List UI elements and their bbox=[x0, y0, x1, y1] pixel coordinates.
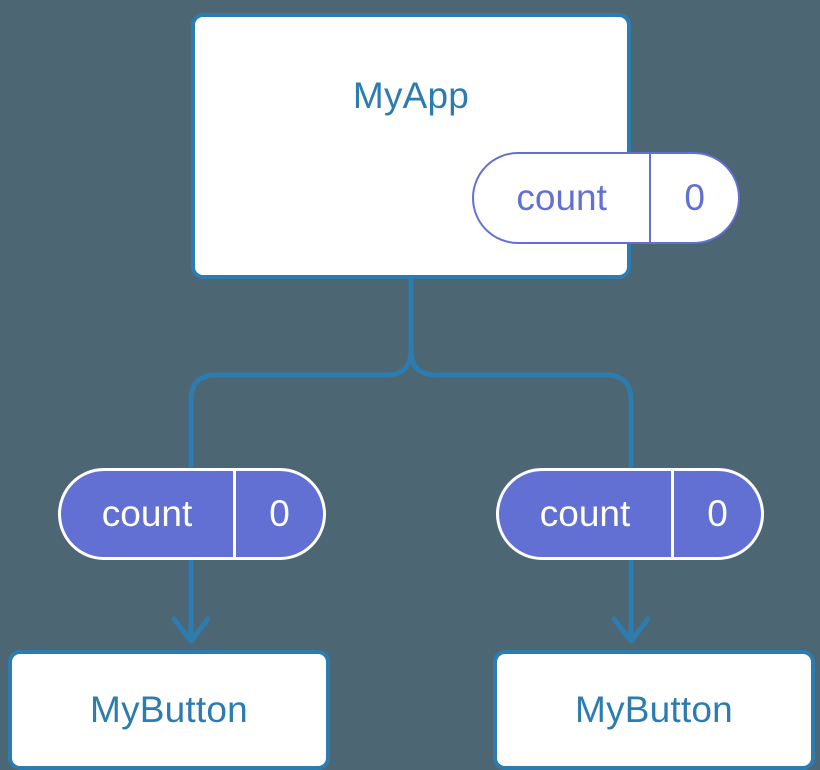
component-title-mybutton: MyButton bbox=[90, 689, 248, 730]
component-box-mybutton-left[interactable]: MyButton bbox=[8, 650, 330, 770]
component-title-myapp: MyApp bbox=[352, 75, 470, 116]
prop-pill-key: count bbox=[539, 493, 631, 534]
branch-line-left bbox=[188, 349, 414, 468]
component-box-mybutton-right[interactable]: MyButton bbox=[493, 650, 815, 770]
component-box-myapp[interactable]: MyApp count 0 bbox=[191, 13, 740, 279]
state-pill-value: 0 bbox=[649, 154, 738, 242]
state-pill-key: count bbox=[516, 177, 607, 218]
state-pill-myapp[interactable]: count 0 bbox=[472, 152, 740, 244]
prop-pill-value: 0 bbox=[671, 471, 761, 557]
prop-pill-left[interactable]: count 0 bbox=[58, 468, 326, 560]
prop-pill-value: 0 bbox=[233, 471, 323, 557]
arrow-head-right bbox=[611, 616, 651, 644]
component-title-mybutton: MyButton bbox=[575, 689, 733, 730]
branch-line-right bbox=[408, 349, 634, 468]
arrow-head-left bbox=[171, 616, 211, 644]
prop-pill-key: count bbox=[101, 493, 193, 534]
prop-pill-right[interactable]: count 0 bbox=[496, 468, 764, 560]
